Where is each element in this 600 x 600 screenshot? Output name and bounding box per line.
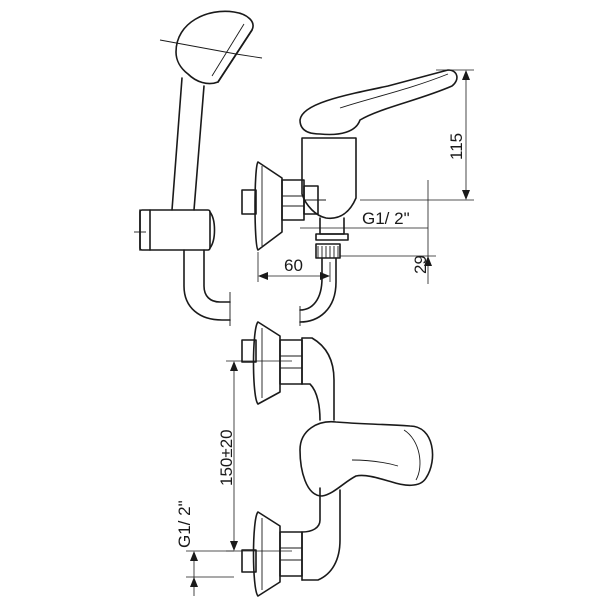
- shower-hose-right: [299, 257, 337, 326]
- side-wall-escutcheon: [241, 161, 283, 251]
- dim-60-label: 60: [284, 256, 303, 275]
- dim-115: [360, 69, 474, 201]
- dim-thread-side-label: G1/ 2": [362, 209, 410, 228]
- front-upper-nut: [279, 339, 303, 385]
- front-upper-escutcheon: [241, 321, 281, 405]
- front-mixer-body: [301, 337, 341, 581]
- dim-150: [226, 360, 292, 552]
- hand-shower-head: [159, 10, 263, 85]
- shower-hose-left: [183, 249, 231, 326]
- dim-150-label: 150±20: [217, 429, 236, 486]
- dim-thread-front-label: G1/ 2": [175, 500, 194, 548]
- front-lower-escutcheon: [241, 511, 281, 597]
- dim-115-label: 115: [447, 133, 466, 160]
- hand-shower-handle: [171, 77, 205, 211]
- dim-29: [340, 238, 436, 284]
- wall-holder: [134, 209, 216, 251]
- dim-29-label: 29: [411, 255, 430, 274]
- front-lower-nut: [279, 531, 303, 577]
- front-lever-handle: [299, 421, 434, 497]
- side-mixer-body: [299, 69, 458, 241]
- dim-thread-front: [186, 550, 234, 596]
- dim-thread-side: [300, 180, 429, 238]
- dim-60: [257, 252, 331, 282]
- side-outlet-fitting: [315, 243, 341, 259]
